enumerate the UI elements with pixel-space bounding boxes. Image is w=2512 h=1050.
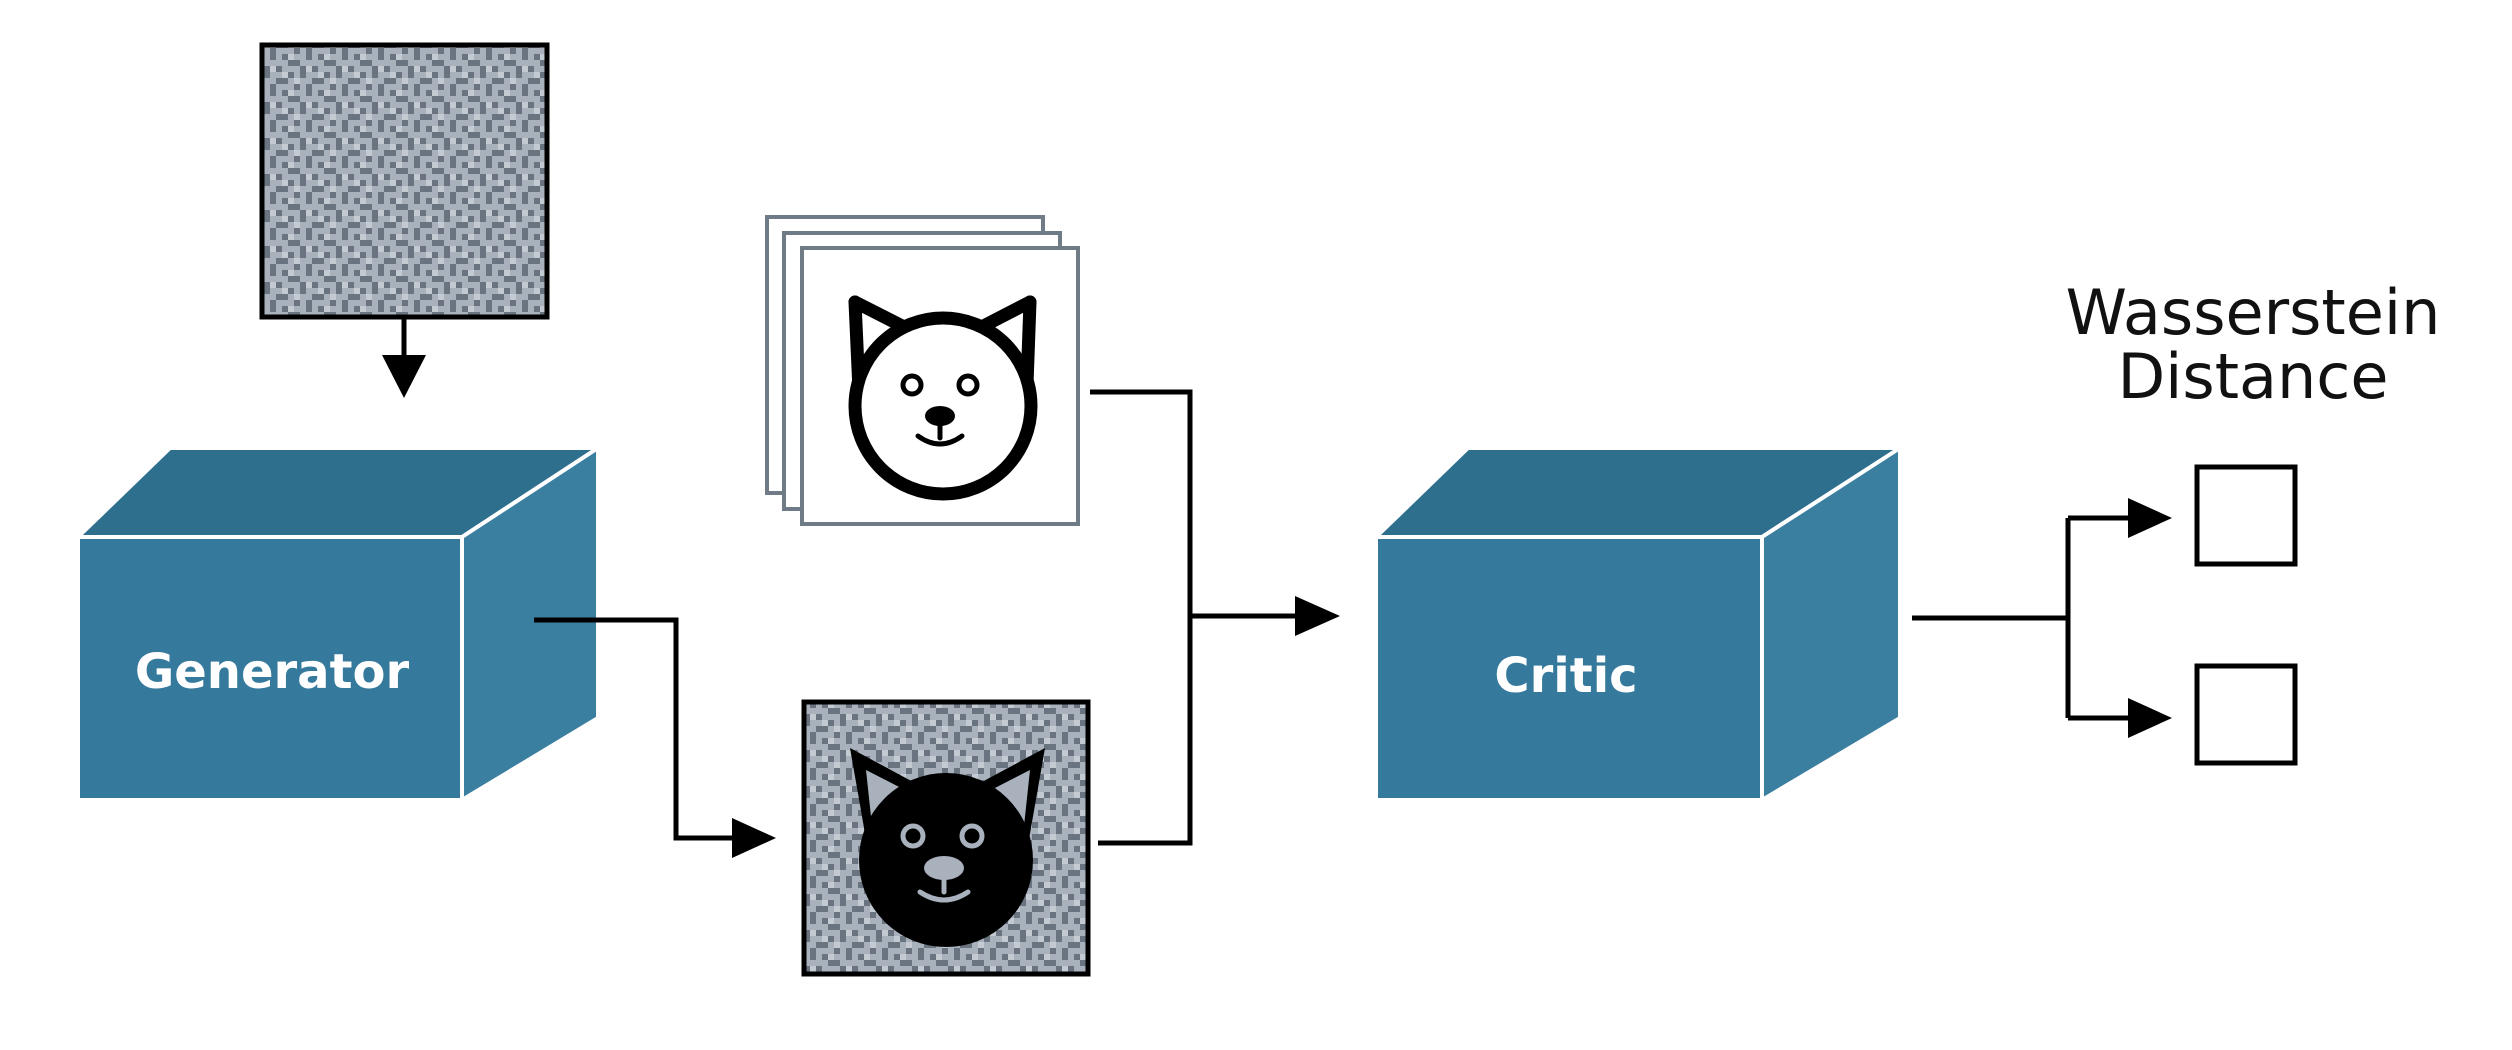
real-cat-images-icon [765, 215, 1080, 526]
images-to-critic-arrow [1090, 389, 1340, 846]
output-box-1 [2194, 464, 2298, 567]
fake-cat-image-icon [801, 699, 1091, 977]
fake-cat-face-icon [850, 748, 1045, 947]
cat-face-icon [848, 295, 1038, 501]
generator-label: Generator [135, 644, 410, 700]
noise-image-icon [259, 42, 550, 320]
output-box-2 [2194, 663, 2298, 766]
critic-label: Critic [1494, 648, 1637, 704]
critic-to-output-arrows [1912, 498, 2172, 738]
output-title-line1: Wasserstein [2066, 276, 2441, 349]
output-title-line2: Distance [2117, 340, 2388, 413]
generator-to-fake-arrow [534, 617, 776, 858]
noise-to-generator-arrow [382, 317, 426, 398]
generator-box: Generator [73, 444, 605, 804]
critic-box: Critic [1371, 444, 1907, 804]
